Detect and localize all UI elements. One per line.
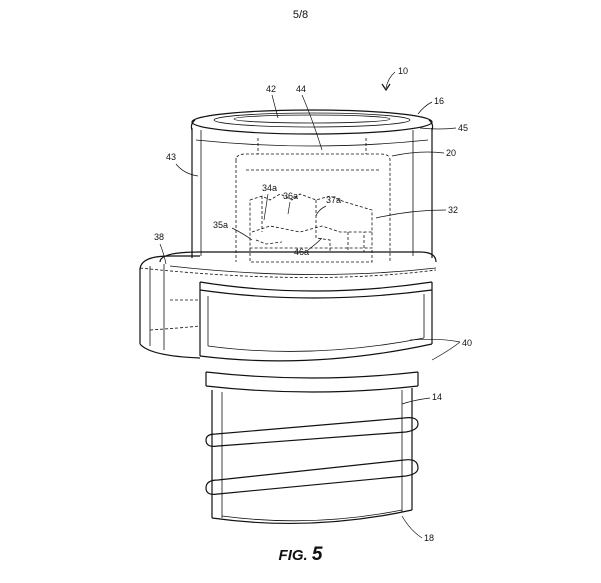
ref-34a: 34a (262, 183, 277, 193)
ref-10: 10 (398, 66, 408, 76)
sheet-number: 5/8 (292, 9, 309, 21)
ref-16: 16 (434, 96, 444, 106)
ref-14: 14 (432, 392, 442, 402)
ref-20: 20 (446, 148, 456, 158)
ref-38: 38 (154, 232, 164, 242)
collar-38 (139, 251, 437, 362)
cap-housing (190, 109, 434, 258)
ref-46a: 46a (294, 247, 309, 257)
ref-42: 42 (266, 84, 276, 94)
ref-36a: 36a (283, 191, 298, 201)
threaded-stem-14 (205, 371, 419, 525)
ref-32: 32 (448, 205, 458, 215)
ref-44: 44 (296, 84, 306, 94)
ref-35a: 35a (213, 220, 228, 230)
figure-number: 5 (311, 544, 323, 565)
ref-43: 43 (166, 152, 176, 162)
figure-caption: FIG. 5 (0, 544, 601, 566)
ref-45: 45 (458, 123, 468, 133)
figure-prefix: FIG. (278, 547, 308, 564)
ref-18: 18 (424, 533, 434, 543)
internal-housing-20 (235, 138, 391, 262)
reference-numerals: 10 42 44 16 45 43 20 34a 36a 37a 32 35a (154, 66, 472, 543)
ref-40: 40 (462, 338, 472, 348)
ref-37a: 37a (326, 195, 341, 205)
